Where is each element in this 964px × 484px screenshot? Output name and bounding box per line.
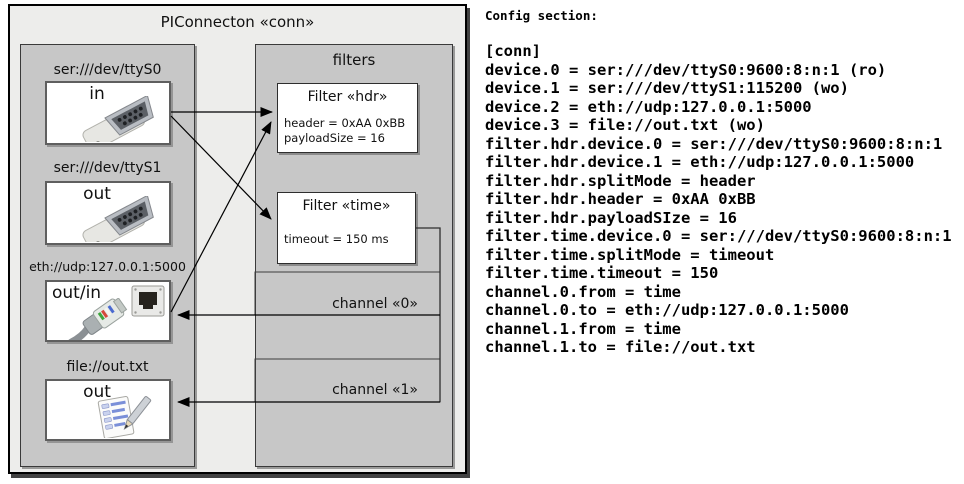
config-section: Config section: [conn] device.0 = ser://…: [485, 8, 961, 357]
device-uri-label: ser:///dev/ttyS1: [53, 160, 162, 176]
filter-time-properties: timeout = 150 ms: [284, 232, 389, 246]
channel-0-label: channel «0»: [332, 296, 418, 312]
device-port-label: in: [89, 84, 105, 104]
config-body: [conn] device.0 = ser:///dev/ttyS0:9600:…: [485, 42, 952, 356]
device-box-file-out: out: [45, 379, 171, 441]
filter-time-box: Filter «time» timeout = 150 ms: [277, 192, 416, 264]
ethernet-plug-photo: [67, 298, 128, 340]
devices-panel: ser:///dev/ttyS0 in ser:///dev/ttyS1: [20, 44, 195, 467]
serial-connector-photo: [82, 196, 154, 242]
serial-connector-photo: [82, 96, 154, 142]
device-uri-label: ser:///dev/ttyS0: [53, 62, 162, 78]
device-port-label: out: [83, 382, 111, 402]
filters-panel-title: filters: [332, 51, 376, 69]
filter-hdr-properties: header = 0xAA 0xBB payloadSize = 16: [284, 116, 406, 145]
device-box-ttys0-in: in: [45, 81, 171, 145]
device-box-ttys1-out: out: [45, 181, 171, 245]
device-uri-label: file://out.txt: [66, 359, 149, 375]
ethernet-jack-icon: [131, 285, 165, 317]
device-box-eth-outin: out/in: [45, 280, 171, 342]
filter-hdr-box: Filter «hdr» header = 0xAA 0xBB payloadS…: [277, 83, 418, 153]
filter-time-title: Filter «time»: [302, 198, 391, 214]
config-heading: Config section:: [485, 8, 598, 23]
diagram-title: PIConnecton «conn»: [160, 13, 315, 31]
device-port-label: out/in: [52, 283, 102, 303]
device-uri-label: eth://udp:127.0.0.1:5000: [29, 259, 186, 274]
notepad-pen-icon: [97, 396, 152, 438]
device-port-label: out: [83, 184, 111, 204]
channel-1-label: channel «1»: [332, 382, 418, 398]
filter-hdr-title: Filter «hdr»: [307, 89, 388, 105]
piconnecton-diagram: PIConnecton «conn» ser:///dev/ttyS0 in: [8, 4, 467, 474]
